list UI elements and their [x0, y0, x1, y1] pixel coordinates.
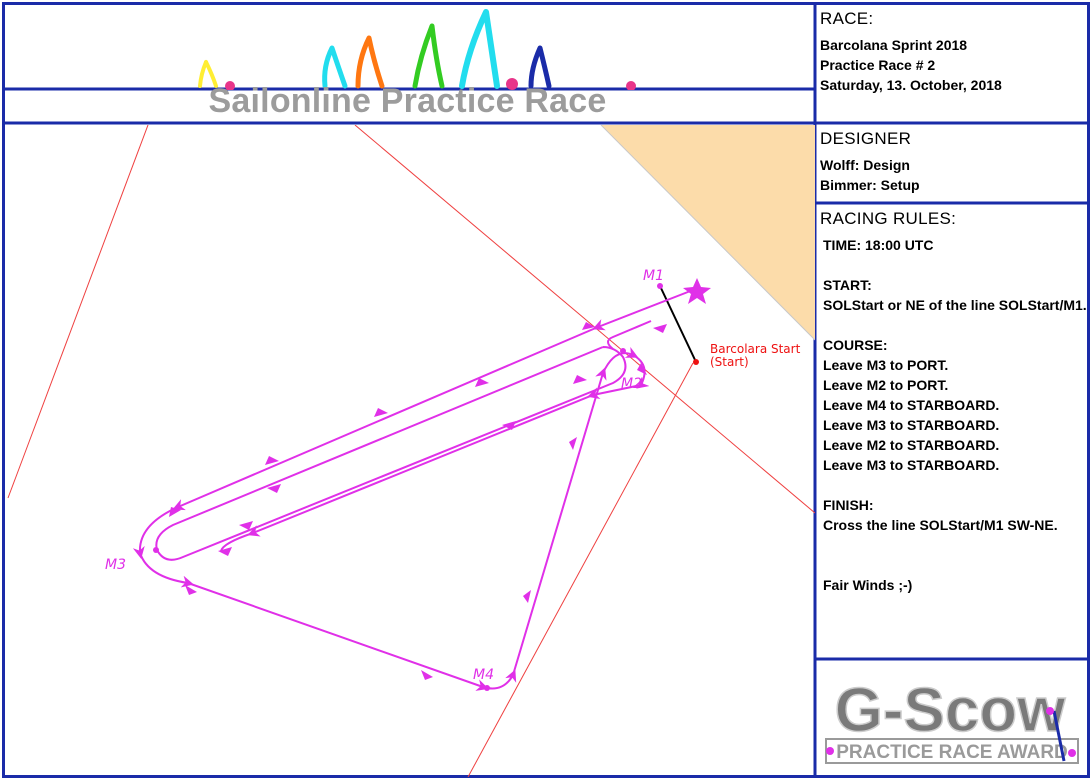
page-title: Sailonline Practice Race [208, 82, 607, 120]
mark-m4 [484, 685, 490, 691]
closing-text: Fair Winds ;-) [823, 577, 913, 593]
red-line [467, 362, 694, 777]
designer-heading: DESIGNER [820, 129, 912, 148]
red-line [354, 125, 815, 514]
rules-heading: RACING RULES: [820, 209, 957, 228]
cyan-sail-icon [322, 45, 348, 89]
race-heading: RACE: [820, 9, 874, 28]
red-line [7, 125, 149, 499]
course-heading: COURSE: [823, 337, 888, 353]
start-label: Barcolara Start [710, 342, 801, 356]
start-line [659, 285, 697, 363]
blue-sail-icon [528, 45, 552, 89]
course-arrow-icon [523, 590, 531, 603]
logo-dot [506, 78, 518, 90]
orange-sail-icon [355, 35, 385, 89]
start-heading: START: [823, 277, 872, 293]
land-boundary [600, 125, 815, 341]
course-arrow-icon [637, 363, 647, 375]
finish-heading: FINISH: [823, 497, 874, 513]
course-step: Leave M3 to PORT. [823, 357, 949, 373]
course-step: Leave M3 to STARBOARD. [823, 417, 1000, 433]
course-arrows [169, 322, 667, 680]
mark-label: M3 [105, 557, 126, 573]
course-step: Leave M2 to STARBOARD. [823, 437, 1000, 453]
course-arrow-icon [169, 507, 181, 517]
start-sublabel: (Start) [710, 355, 749, 369]
race-date: Saturday, 13. October, 2018 [820, 77, 1002, 93]
setup-line: Bimmer: Setup [820, 177, 920, 193]
award-dot [1068, 749, 1076, 757]
course-arrow-icon [218, 547, 232, 556]
course-leg [132, 289, 694, 691]
course-arrow-icon [374, 408, 388, 417]
course-arrow-icon [573, 375, 587, 384]
designer-panel: DESIGNER Wolff: Design Bimmer: Setup [816, 125, 1088, 203]
logo-dot [626, 81, 636, 90]
sail-icons [198, 9, 552, 89]
yellow-sail-icon [198, 60, 218, 88]
rules-time: TIME: 18:00 UTC [823, 237, 934, 253]
course-leg [155, 346, 627, 561]
course-map: M1 M2 M3 M4 Barcolara Start (Start) [7, 125, 815, 777]
course-arrow-icon [185, 585, 197, 595]
course-arrow-icon [502, 421, 516, 430]
course-arrow-icon [265, 456, 279, 465]
mark-m3 [153, 547, 159, 553]
sailonline-logo [198, 9, 636, 90]
award-logo-text: G-Scow [835, 676, 1067, 745]
mark-m2 [620, 348, 626, 354]
race-name: Barcolana Sprint 2018 [820, 37, 968, 53]
green-sail-icon [412, 23, 445, 89]
logo-dot [225, 81, 235, 90]
finish-star-icon [683, 278, 711, 304]
course-step: Leave M3 to STARBOARD. [823, 457, 1000, 473]
race-panel: RACE: Barcolana Sprint 2018 Practice Rac… [816, 5, 1088, 123]
mark-label: M4 [473, 667, 494, 683]
award-dot [1046, 707, 1054, 715]
racing-rules-panel: RACING RULES: TIME: 18:00 UTC START: SOL… [816, 205, 1088, 659]
course-step: Leave M4 to STARBOARD. [823, 397, 1000, 413]
course-arrow-icon [475, 378, 489, 387]
start-mark [693, 359, 699, 365]
gscow-award-logo: G-Scow PRACTICE RACE AWARD [825, 675, 1079, 764]
course-step: Leave M2 to PORT. [823, 377, 949, 393]
course-leg [607, 320, 652, 350]
award-subtitle: PRACTICE RACE AWARD [836, 742, 1068, 763]
race-subtitle: Practice Race # 2 [820, 57, 936, 73]
award-sail-icon [1052, 710, 1066, 762]
award-dot [826, 747, 834, 755]
finish-text: Cross the line SOLStart/M1 SW-NE. [823, 517, 1058, 533]
mark-label: M2 [621, 376, 642, 392]
designer-line: Wolff: Design [820, 157, 910, 173]
course-path [132, 289, 694, 691]
award-banner [825, 738, 1079, 764]
course-arrow-icon [569, 437, 577, 450]
course-arrow-icon [421, 670, 433, 680]
course-arrow-icon [582, 322, 595, 330]
course-arrow-icon [653, 324, 667, 333]
mark-m1 [657, 283, 663, 289]
cyan-big-sail-icon [459, 9, 500, 89]
course-arrow-icon [239, 521, 253, 530]
mark-label: M1 [643, 268, 664, 284]
course-arrow-icon [267, 484, 281, 493]
start-text: SOLStart or NE of the line SOLStart/M1. [823, 297, 1087, 313]
